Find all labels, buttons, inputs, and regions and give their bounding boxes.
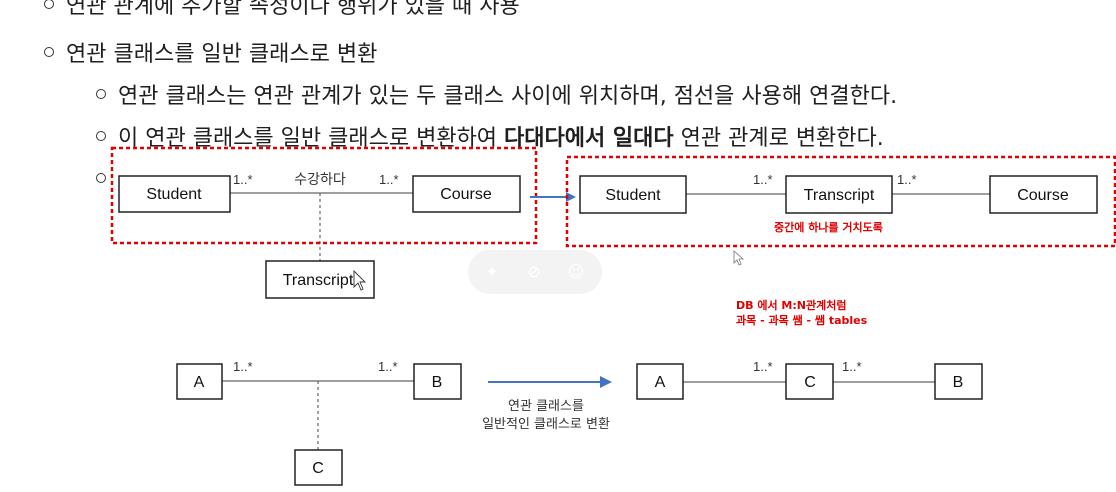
- bullet-line-2: 연관 클래스를 일반 클래스로 변환: [44, 36, 377, 68]
- association-name: 수강하다: [294, 171, 346, 187]
- class-b-label: B: [432, 374, 443, 391]
- class-c-box: [294, 449, 343, 486]
- bullet-text-suffix: 연관 관계로 변환한다.: [673, 126, 884, 151]
- multiplicity-right: 1..*: [897, 172, 917, 187]
- pin-icon[interactable]: ✦: [485, 262, 499, 281]
- middle-class-note: 중간에 하나를 거치도록: [774, 221, 883, 234]
- bullet-text: 이 연관 클래스를 일반 클래스로 변환하여: [118, 126, 505, 151]
- student-class-box: [118, 175, 231, 213]
- class-c-label: C: [312, 460, 324, 477]
- bullet-circle-icon: [96, 89, 106, 99]
- multiplicity-left: 1..*: [233, 172, 253, 187]
- multiplicity-left: 1..*: [753, 359, 773, 374]
- student-class-label: Student: [146, 186, 202, 203]
- bullet-line-3: 연관 클래스는 연관 관계가 있는 두 클래스 사이에 위치하며, 점선을 사용…: [96, 78, 897, 110]
- bullet-text: 연관 관계에 추가할 속성이나 행위가 있을 때 사용: [66, 0, 520, 19]
- class-a-box: [636, 363, 684, 400]
- class-a-label: A: [194, 374, 205, 391]
- hide-icon[interactable]: ⊘: [527, 262, 541, 281]
- bullet-circle-icon: [44, 47, 54, 57]
- bullet-text: 연관 클래스는 연관 관계가 있는 두 클래스 사이에 위치하며, 점선을 사용…: [118, 84, 898, 109]
- db-note-line-2: 과목 - 과목 쌤 - 쌤 tables: [736, 314, 868, 327]
- bullet-circle-icon: [44, 0, 54, 9]
- multiplicity-right: 1..*: [842, 359, 862, 374]
- class-c-label: C: [804, 374, 816, 391]
- course-class-label: Course: [1017, 187, 1069, 204]
- bullet-circle-icon: [96, 131, 106, 141]
- arrow-caption: 연관 클래스를 일반적인 클래스로 변환: [466, 398, 626, 434]
- multiplicity-left: 1..*: [233, 359, 253, 374]
- class-b-box: [413, 363, 462, 400]
- student-class-box: [579, 175, 687, 214]
- arrow-head-icon: [566, 192, 576, 202]
- bullet-line-1: 연관 관계에 추가할 속성이나 행위가 있을 때 사용: [44, 0, 520, 20]
- db-note-line-1: DB 에서 M:N관계처럼: [736, 299, 847, 312]
- class-a-box: [176, 363, 223, 400]
- student-class-label: Student: [605, 187, 661, 204]
- presentation-toolbar[interactable]: ✦ ⊘ ☺: [468, 250, 602, 294]
- class-b-box: [934, 363, 983, 400]
- transcript-class-box: [785, 175, 893, 214]
- bullet-circle-icon: [96, 173, 106, 183]
- course-class-label: Course: [440, 186, 492, 203]
- mouse-cursor-icon: [353, 269, 367, 291]
- mouse-cursor-icon: [733, 250, 745, 266]
- multiplicity-left: 1..*: [753, 172, 773, 187]
- db-note: DB 에서 M:N관계처럼 과목 - 과목 쌤 - 쌤 tables: [736, 298, 867, 328]
- transcript-class-label: Transcript: [804, 187, 875, 204]
- highlight-box-right: [565, 155, 1116, 248]
- class-a-label: A: [655, 374, 666, 391]
- arrow-caption-line-1: 연관 클래스를: [508, 399, 584, 414]
- arrow-head-icon: [600, 376, 612, 388]
- course-class-box: [412, 175, 521, 213]
- multiplicity-right: 1..*: [378, 359, 398, 374]
- bullet-text: 연관 클래스를 일반 클래스로 변환: [66, 42, 378, 67]
- multiplicity-right: 1..*: [379, 172, 399, 187]
- transcript-class-label: Transcript: [283, 272, 354, 289]
- bullet-line-5: [96, 168, 118, 193]
- course-class-box: [989, 175, 1098, 214]
- smile-icon[interactable]: ☺: [567, 262, 585, 281]
- class-c-box: [785, 363, 834, 400]
- arrow-caption-line-2: 일반적인 클래스로 변환: [482, 417, 610, 432]
- highlight-box-left: [110, 146, 538, 245]
- class-b-label: B: [953, 374, 964, 391]
